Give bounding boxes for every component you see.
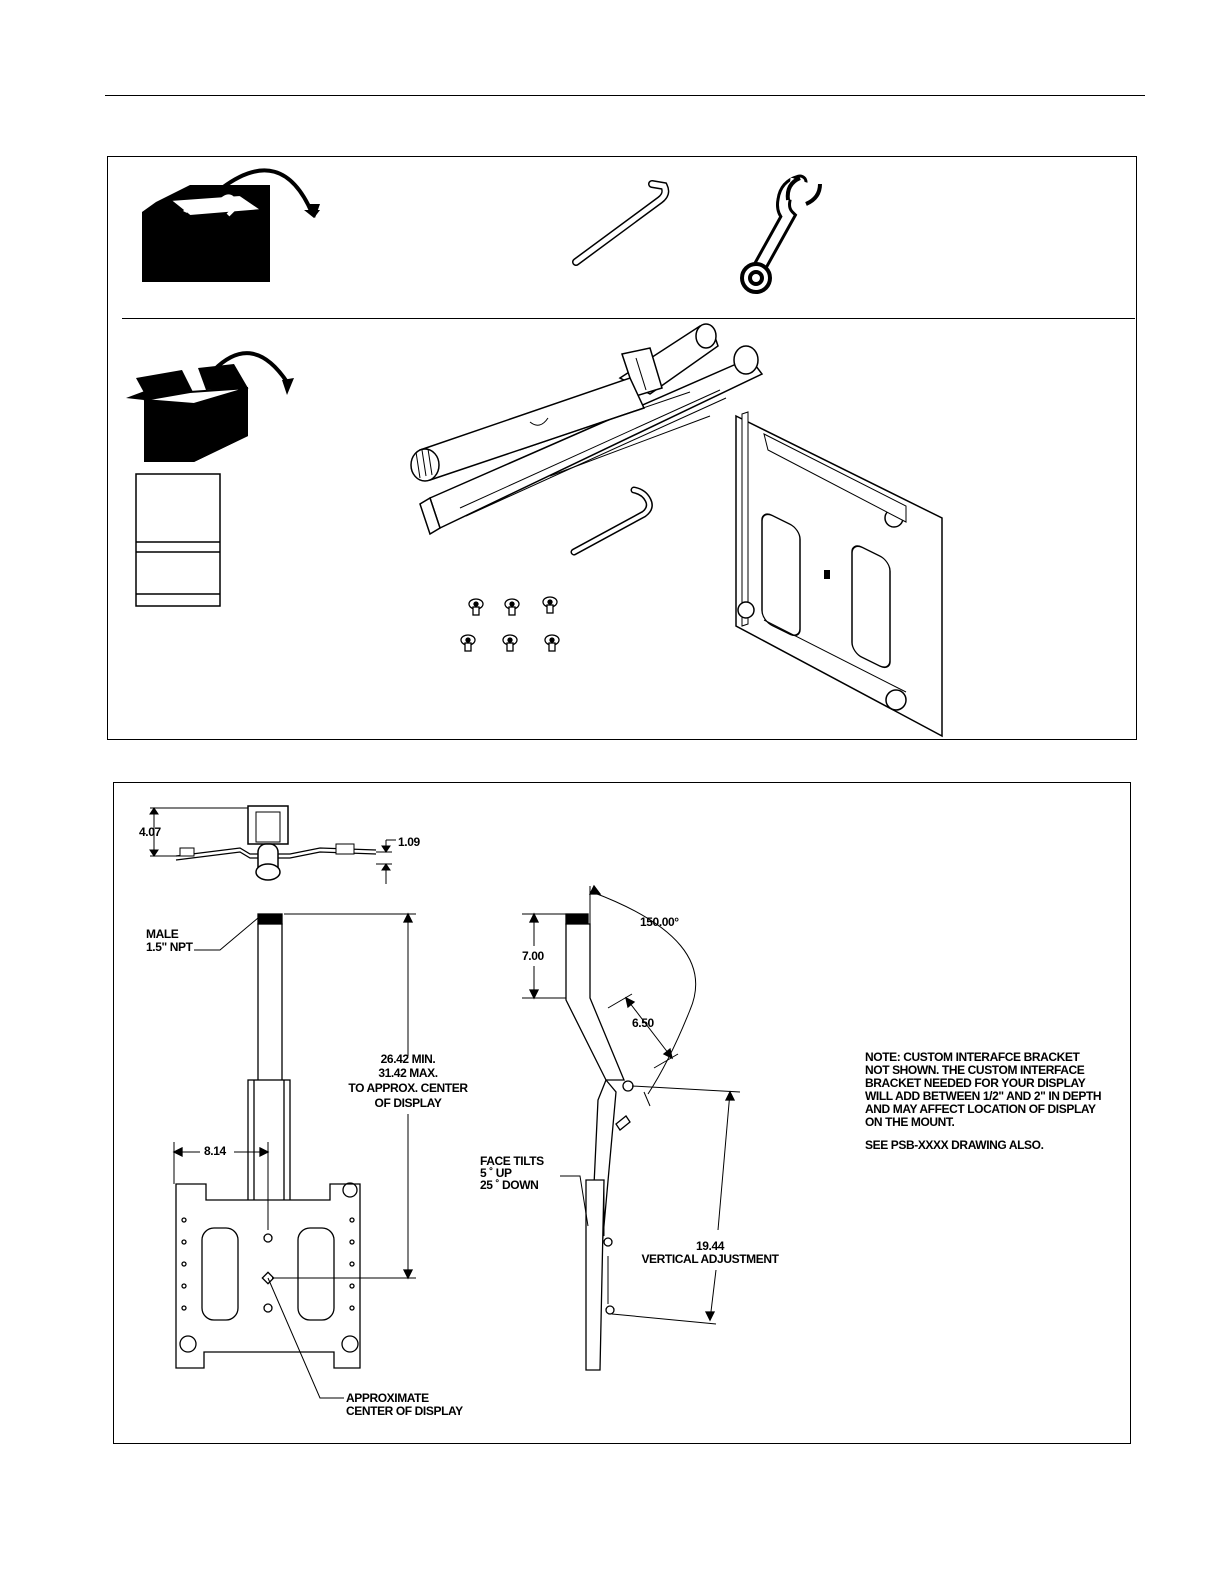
side-view-drawing: [522, 884, 741, 1371]
vertical-value-label: 19.44: [695, 1239, 725, 1253]
tools-panel-divider: [122, 318, 1135, 319]
tools-and-parts-panel: [107, 156, 1137, 740]
toolbox-icon: [142, 168, 320, 282]
approx-center-label-1: APPROXIMATE: [346, 1391, 429, 1405]
top-view-drawing: [149, 805, 396, 884]
male-thread-label-2: 1.5" NPT: [146, 940, 193, 954]
pipe-slider-assembly: [410, 323, 764, 536]
hex-key-icon: [572, 180, 670, 266]
manual-icon: [135, 473, 221, 607]
note-line: AND MAY AFFECT LOCATION OF DISPLAY: [865, 1102, 1096, 1116]
drop-to-label-2: OF DISPLAY: [374, 1096, 442, 1110]
arm-length-label: 6.50: [632, 1016, 654, 1030]
note-line: WILL ADD BETWEEN 1/2" AND 2" IN DEPTH: [865, 1089, 1102, 1103]
wrench-icon: [740, 174, 822, 294]
note-line: NOT SHOWN. THE CUSTOM INTERFACE: [865, 1063, 1085, 1077]
pipe-length-label: 7.00: [522, 949, 544, 963]
approx-center-label-2: CENTER OF DISPLAY: [346, 1404, 463, 1418]
custom-bracket-note: NOTE: CUSTOM INTERAFCE BRACKET NOT SHOWN…: [865, 1051, 1125, 1152]
drop-min-label: 26.42 MIN.: [380, 1052, 436, 1066]
face-tilts-label-1: FACE TILTS: [480, 1154, 544, 1168]
header-rule: [105, 95, 1145, 96]
parts-box-icon: [126, 351, 294, 462]
dimension-drawing-panel: [113, 782, 1131, 1444]
face-tilts-label-3: 25 ˚ DOWN: [480, 1178, 539, 1192]
male-thread-label-1: MALE: [146, 927, 179, 941]
screw-set: [460, 596, 560, 652]
hex-key-part: [570, 486, 653, 556]
center-offset-label: 8.14: [204, 1144, 226, 1158]
dim-top-offset: 1.09: [398, 835, 420, 849]
tilt-angle-label: 150.00°: [640, 915, 679, 929]
dim-top-height: 4.07: [139, 825, 161, 839]
see-also-line: SEE PSB-XXXX DRAWING ALSO.: [865, 1138, 1044, 1152]
note-line: NOTE: CUSTOM INTERAFCE BRACKET: [865, 1050, 1080, 1064]
face-tilts-label-2: 5 ˚ UP: [480, 1166, 512, 1180]
front-view-drawing: [172, 912, 416, 1399]
note-line: BRACKET NEEDED FOR YOUR DISPLAY: [865, 1076, 1086, 1090]
note-line: ON THE MOUNT.: [865, 1115, 955, 1129]
interface-plate: [735, 411, 943, 738]
vertical-adjustment-label: VERTICAL ADJUSTMENT: [641, 1252, 779, 1266]
drop-to-label-1: TO APPROX. CENTER: [348, 1081, 468, 1095]
drop-max-label: 31.42 MAX.: [378, 1066, 438, 1080]
